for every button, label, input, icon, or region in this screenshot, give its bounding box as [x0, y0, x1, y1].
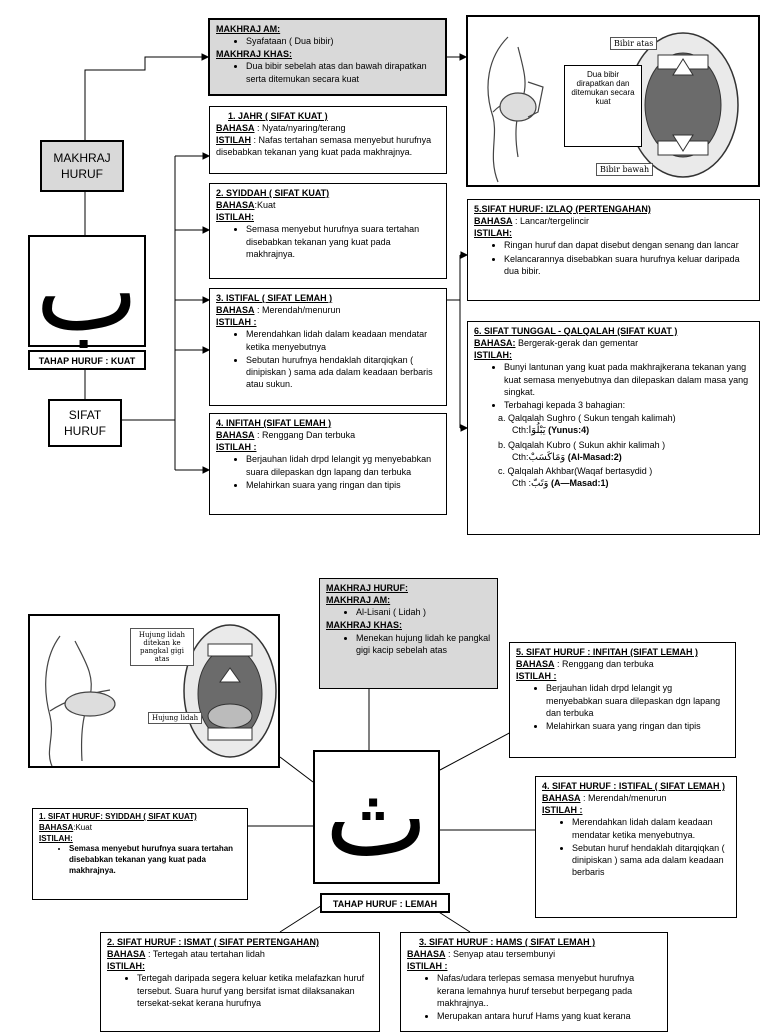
label-bibir-atas: Bibir atas	[610, 37, 658, 50]
tongue-illustration	[45, 624, 277, 766]
qalqalah-akhbar: c. Qalqalah Akhbar(Waqaf bertasydid ) Ct…	[498, 466, 653, 490]
bottom-ismat-item: Tertegah daripada segera keluar ketika m…	[137, 972, 373, 1008]
qalqalah-sughro: a. Qalqalah Sughro ( Sukun tengah kalima…	[498, 412, 676, 437]
makhraj-khas-value: Menekan hujung lidah ke pangkal gigi kac…	[356, 632, 491, 656]
tahap-huruf-lemah: TAHAP HURUF : LEMAH	[320, 893, 450, 913]
syiddah-item: Semasa menyebut hurufnya suara tertahan …	[246, 223, 440, 259]
infitah-title: 4. INFITAH (SIFAT LEMAH )	[216, 418, 332, 428]
letter-tha: ث	[313, 750, 440, 884]
makhraj-huruf-label: MAKHRAJ HURUF	[40, 140, 124, 192]
makhraj-am-value: Syafataan ( Dua bibir)	[246, 35, 439, 47]
makhraj-khas-value: Dua bibir sebelah atas dan bawah dirapat…	[246, 60, 439, 84]
mouth-illustration	[487, 32, 739, 183]
syiddah-title: 2. SYIDDAH ( SIFAT KUAT)	[216, 188, 330, 198]
bottom-syiddah-item: Semasa menyebut hurufnya suara tertahan …	[69, 844, 241, 876]
bottom-istifal-item: Merendahkan lidah dalam keadaan mendatar…	[572, 816, 730, 840]
bottom-syiddah-title: 1. SIFAT HURUF: SYIDDAH ( SIFAT KUAT)	[39, 812, 197, 821]
qalqalah-item: Terbahagi kepada 3 bahagian:	[504, 399, 753, 411]
qalqalah-title: 6. SIFAT TUNGGAL - QALQALAH (SIFAT KUAT …	[474, 326, 678, 336]
makhraj-khas-title: MAKHRAJ KHAS:	[326, 620, 402, 631]
letter-ba: ب	[28, 227, 146, 355]
bottom-infitah-title: 5. SIFAT HURUF : INFITAH (SIFAT LEMAH )	[516, 647, 698, 657]
bottom-istifal-box: 4. SIFAT HURUF : ISTIFAL ( SIFAT LEMAH )…	[535, 776, 737, 918]
istifal-item: Sebutan hurufnya hendaklah ditarqiqkan (…	[246, 354, 440, 390]
makhraj-huruf-title: MAKHRAJ HURUF:	[326, 583, 408, 593]
bottom-hams-title: 3. SIFAT HURUF : HAMS ( SIFAT LEMAH )	[419, 937, 596, 947]
infitah-item: Melahirkan suara yang ringan dan tipis	[246, 479, 440, 491]
tahap-huruf-kuat: TAHAP HURUF : KUAT	[28, 350, 146, 370]
bottom-ismat-title: 2. SIFAT HURUF : ISMAT ( SIFAT PERTENGAH…	[107, 937, 319, 947]
sifat-infitah-box: 4. INFITAH (SIFAT LEMAH ) BAHASA : Rengg…	[209, 413, 447, 515]
izlaq-item: Ringan huruf dan dapat disebut dengan se…	[504, 239, 753, 251]
image-center-caption: Dua bibir dirapatkan dan ditemukan secar…	[564, 65, 642, 147]
bottom-infitah-item: Melahirkan suara yang ringan dan tipis	[546, 720, 729, 732]
makhraj-box-top: MAKHRAJ AM: Syafataan ( Dua bibir) MAKHR…	[208, 18, 447, 96]
istifal-title: 3. ISTIFAL ( SIFAT LEMAH )	[216, 293, 333, 303]
makhraj-box-bottom: MAKHRAJ HURUF: MAKHRAJ AM: Al-Lisani ( L…	[319, 578, 498, 689]
bottom-infitah-item: Berjauhan lidah drpd lelangit yg menyeba…	[546, 682, 729, 718]
bottom-hams-box: 3. SIFAT HURUF : HAMS ( SIFAT LEMAH ) BA…	[400, 932, 668, 1032]
sifat-syiddah-box: 2. SYIDDAH ( SIFAT KUAT) BAHASA:Kuat IST…	[209, 183, 447, 279]
sifat-huruf-label: SIFAT HURUF	[48, 399, 122, 447]
makhraj-am-title: MAKHRAJ AM:	[326, 595, 391, 606]
infitah-item: Berjauhan lidah drpd lelangit yg menyeba…	[246, 453, 440, 477]
qalqalah-kubro: b. Qalqalah Kubro ( Sukun akhir kalimah …	[498, 439, 666, 463]
lips-diagram-image: Dua bibir dirapatkan dan ditemukan secar…	[466, 15, 760, 187]
label-hujung-lidah-ditekan: Hujung lidah ditekan ke pangkal gigi ata…	[130, 628, 194, 666]
jahr-title: 1. JAHR ( SIFAT KUAT )	[228, 111, 328, 121]
label-bibir-bawah: Bibir bawah	[596, 163, 654, 176]
sifat-jahr-box: 1. JAHR ( SIFAT KUAT ) BAHASA : Nyata/ny…	[209, 106, 447, 174]
bottom-istifal-item: Sebutan huruf hendaklah ditarqiqkan ( di…	[572, 842, 730, 878]
makhraj-khas-title: MAKHRAJ KHAS:	[216, 49, 292, 60]
qalqalah-item: Bunyi lantunan yang kuat pada makhrajker…	[504, 361, 753, 397]
sifat-izlaq-box: 5.SIFAT HURUF: IZLAQ (PERTENGAHAN) BAHAS…	[467, 199, 760, 301]
bottom-hams-item: Merupakan antara huruf Hams yang kuat ke…	[437, 1010, 661, 1022]
tongue-diagram-image: Hujung lidah ditekan ke pangkal gigi ata…	[28, 614, 280, 768]
izlaq-item: Kelancarannya disebabkan suara hurufnya …	[504, 253, 753, 277]
bottom-infitah-box: 5. SIFAT HURUF : INFITAH (SIFAT LEMAH ) …	[509, 642, 736, 758]
izlaq-title: 5.SIFAT HURUF: IZLAQ (PERTENGAHAN)	[474, 204, 651, 214]
bottom-ismat-box: 2. SIFAT HURUF : ISMAT ( SIFAT PERTENGAH…	[100, 932, 380, 1032]
makhraj-am-value: Al-Lisani ( Lidah )	[356, 606, 491, 618]
sifat-istifal-box: 3. ISTIFAL ( SIFAT LEMAH ) BAHASA : Mere…	[209, 288, 447, 406]
bottom-istifal-title: 4. SIFAT HURUF : ISTIFAL ( SIFAT LEMAH )	[542, 781, 725, 791]
label-hujung-lidah: Hujung lidah	[148, 712, 203, 724]
bottom-syiddah-box: 1. SIFAT HURUF: SYIDDAH ( SIFAT KUAT) BA…	[32, 808, 248, 900]
makhraj-am-title: MAKHRAJ AM:	[216, 24, 281, 34]
bottom-hams-item: Nafas/udara terlepas semasa menyebut hur…	[437, 972, 661, 1008]
istifal-item: Merendahkan lidah dalam keadaan mendatar…	[246, 328, 440, 352]
sifat-qalqalah-box: 6. SIFAT TUNGGAL - QALQALAH (SIFAT KUAT …	[467, 321, 760, 535]
